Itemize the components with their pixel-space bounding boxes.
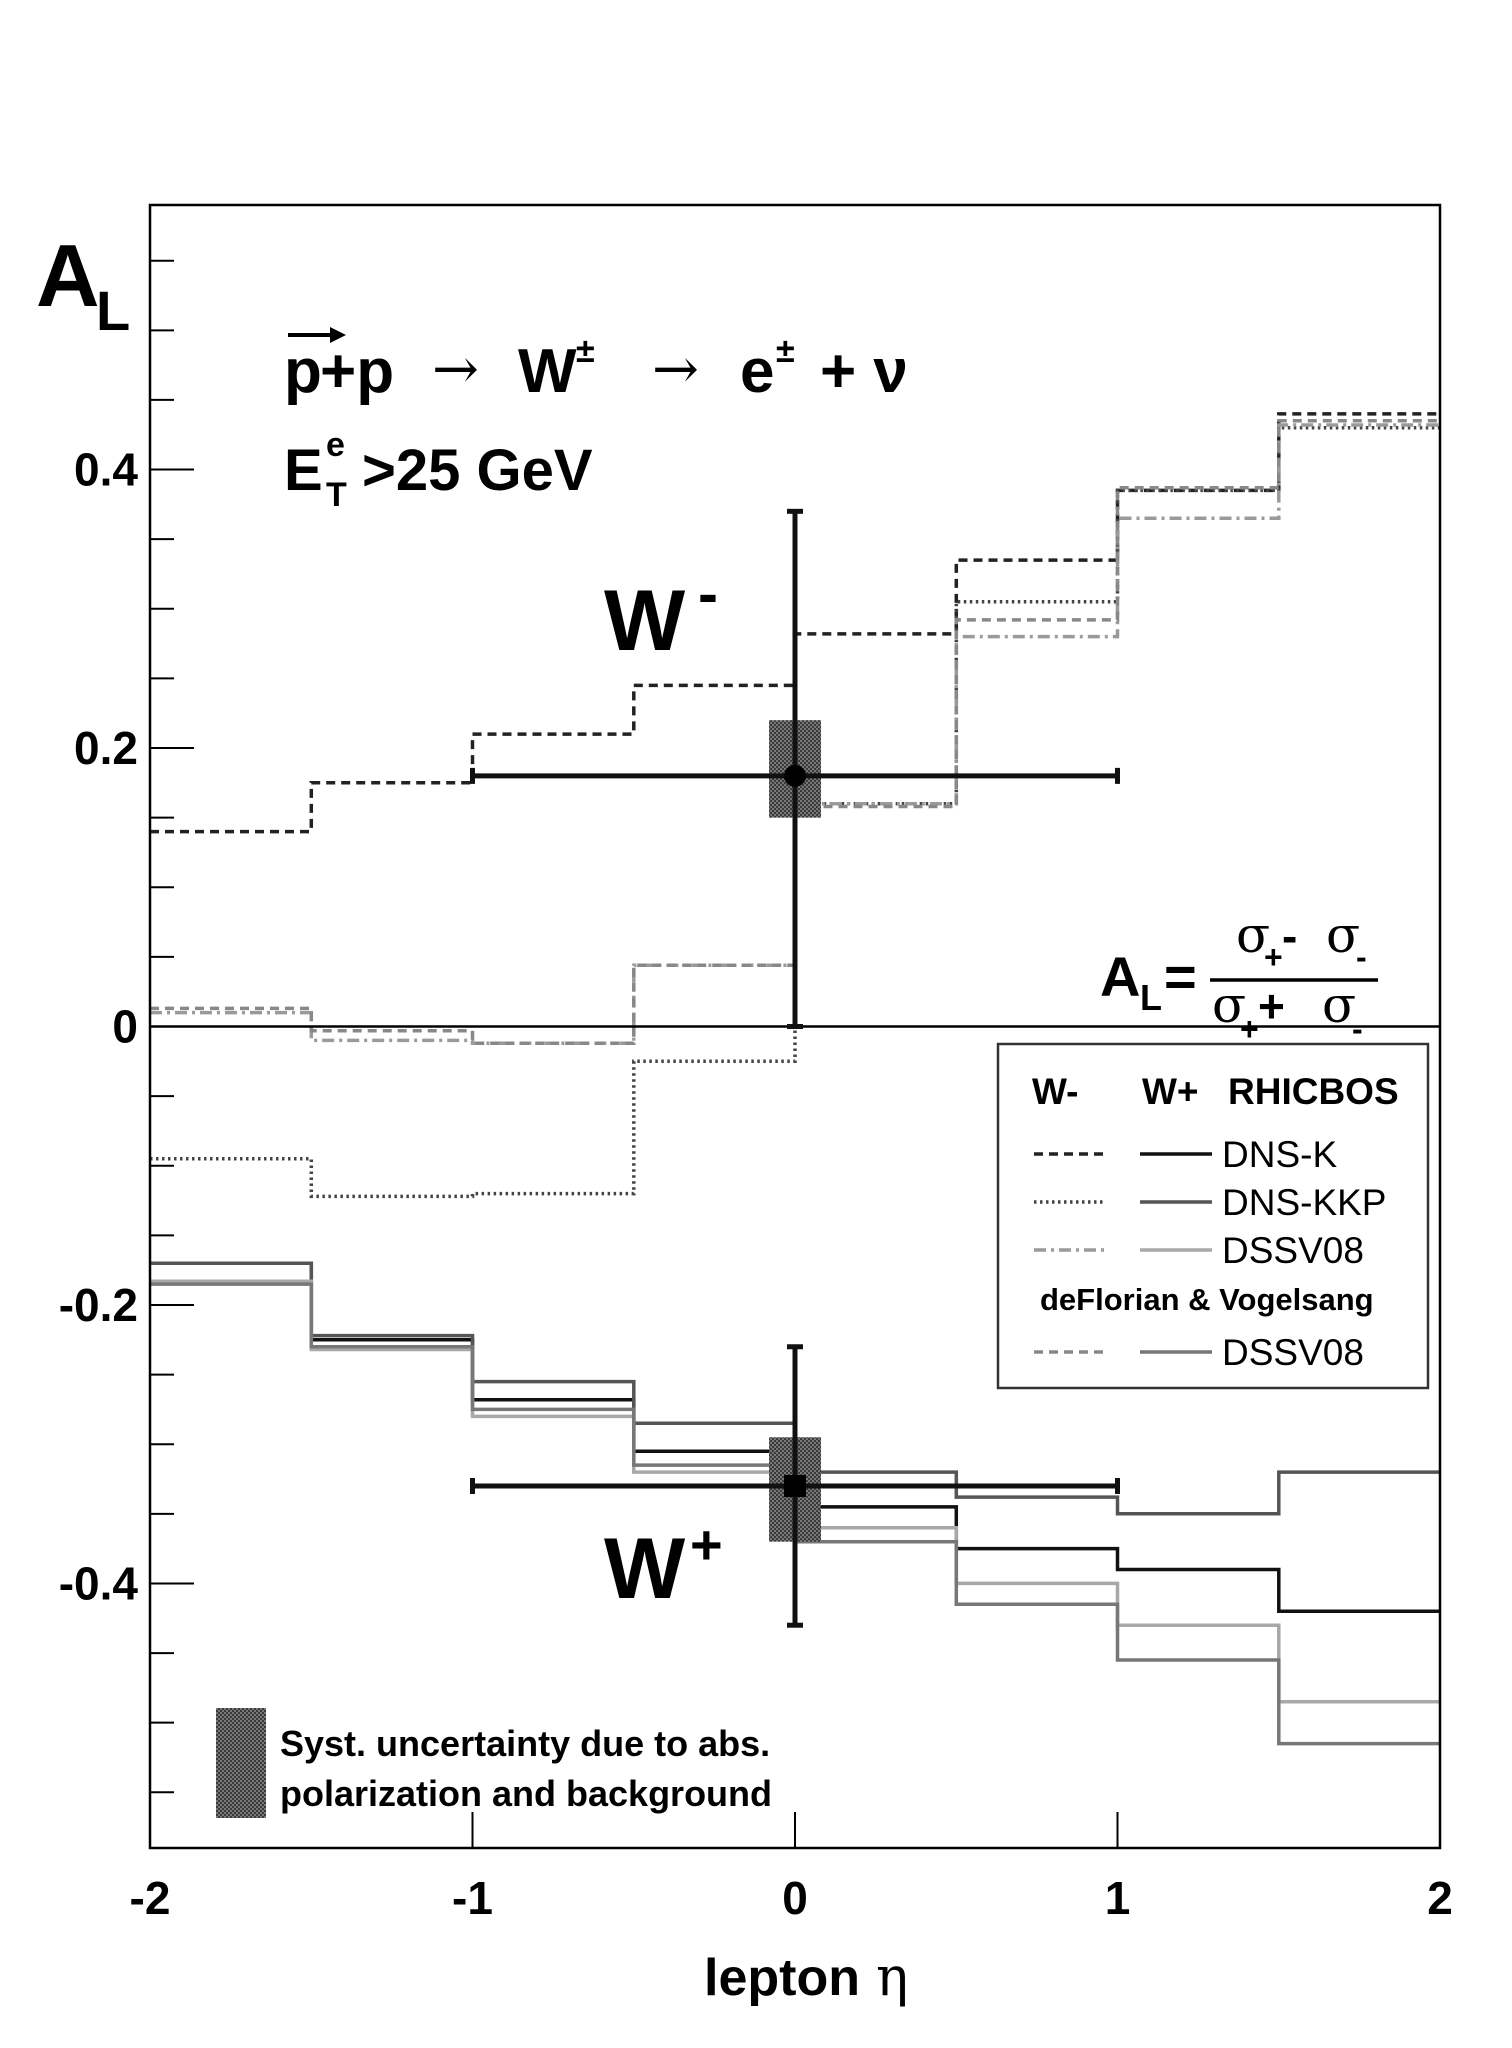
x-axis-title: lepton η xyxy=(704,1945,908,2008)
series-line-3 xyxy=(150,419,1440,1045)
formula-num-op: - xyxy=(1282,910,1297,962)
legend-row-dssv08: DSSV08 xyxy=(1222,1230,1364,1271)
w-minus-label: W - xyxy=(604,560,718,669)
point-marker-1 xyxy=(784,1474,806,1497)
legend-box xyxy=(996,1042,1430,1390)
x-axis-title-symbol: η xyxy=(876,1945,908,2008)
w-plus-label: W + xyxy=(604,1513,723,1617)
formula-eq: = xyxy=(1164,945,1197,1008)
y-tick-label-2: 0 xyxy=(112,1001,138,1053)
cut-sup: e xyxy=(326,426,345,464)
w-plus-sup: + xyxy=(690,1513,723,1576)
reaction-w: W xyxy=(518,337,577,406)
legend-row-dfv-dssv08: DSSV08 xyxy=(1222,1332,1364,1373)
reaction-pm: ± xyxy=(576,332,595,370)
formula-num-sigma2: σ xyxy=(1326,906,1360,964)
cut-sub: T xyxy=(326,476,347,514)
legend-group-rhicbos: RHICBOS xyxy=(1228,1071,1399,1112)
syst-legend-line1: Syst. uncertainty due to abs. xyxy=(280,1723,770,1764)
legend-row-dns-kkp: DNS-KKP xyxy=(1222,1182,1386,1223)
reaction-nu: + ν xyxy=(820,337,908,406)
reaction-arrow-2: → xyxy=(652,337,699,402)
legend-col-w-minus: W- xyxy=(1032,1071,1079,1112)
y-axis-title-main: A xyxy=(36,226,100,325)
reaction-annotation: p +p → W ± → e ± + ν xyxy=(284,327,908,406)
x-tick-label-0: -2 xyxy=(130,1872,171,1924)
cut-annotation: E e T >25 GeV xyxy=(284,426,593,514)
formula-lhs: A xyxy=(1100,945,1140,1008)
formula-den-sub1: + xyxy=(1240,1011,1259,1047)
formula-num-sub2: - xyxy=(1356,939,1367,975)
y-axis-title-sub: L xyxy=(96,279,130,342)
formula-den-op: + xyxy=(1258,980,1285,1032)
point-marker-0 xyxy=(784,764,806,787)
cut-rest: >25 GeV xyxy=(362,438,593,503)
syst-legend-swatch xyxy=(216,1708,266,1818)
legend-group-deflorian: deFlorian & Vogelsang xyxy=(1040,1282,1374,1317)
w-minus-text: W xyxy=(604,573,686,669)
reaction-proton-2: +p xyxy=(320,337,394,406)
formula-den-sigma1: σ xyxy=(1212,976,1246,1034)
reaction-arrow-1: → xyxy=(432,337,479,402)
x-tick-label-3: 1 xyxy=(1105,1872,1131,1924)
reaction-proton-1: p xyxy=(284,337,322,406)
y-axis-title: A L xyxy=(36,226,130,342)
formula-num-sigma1: σ xyxy=(1236,906,1270,964)
x-axis-title-text: lepton xyxy=(704,1949,860,2007)
y-tick-label-4: 0.4 xyxy=(74,444,138,496)
y-tick-label-1: -0.2 xyxy=(59,1279,138,1331)
y-tick-label-3: 0.2 xyxy=(74,722,138,774)
legend: W- W+ RHICBOS DNS-K DNS-KKP DSSV08 deFlo… xyxy=(996,1042,1430,1390)
asymmetry-formula: A L = σ + - σ - σ + + σ - xyxy=(1100,906,1378,1047)
legend-col-w-plus: W+ xyxy=(1142,1071,1199,1112)
points-layer xyxy=(470,508,1120,1628)
formula-lhs-sub: L xyxy=(1140,977,1162,1018)
syst-legend: Syst. uncertainty due to abs. polarizati… xyxy=(216,1708,772,1818)
legend-row-dns-k: DNS-K xyxy=(1222,1134,1337,1175)
reaction-e-pm: ± xyxy=(776,332,795,370)
axis-layer: -0.4 -0.2 0 0.2 0.4 -2 -1 0 1 2 xyxy=(59,203,1453,1924)
w-minus-sup: - xyxy=(698,560,718,627)
formula-num-sub1: + xyxy=(1264,939,1283,975)
reaction-e: e xyxy=(740,337,774,406)
w-plus-text: W xyxy=(604,1521,686,1617)
x-tick-label-2: 0 xyxy=(782,1872,808,1924)
formula-den-sigma2: σ xyxy=(1322,976,1356,1034)
x-tick-label-4: 2 xyxy=(1427,1872,1453,1924)
x-tick-label-1: -1 xyxy=(452,1872,493,1924)
syst-legend-line2: polarization and background xyxy=(280,1773,772,1814)
cut-e: E xyxy=(284,438,323,503)
formula-den-sub2: - xyxy=(1352,1011,1363,1047)
y-tick-label-0: -0.4 xyxy=(59,1557,139,1609)
